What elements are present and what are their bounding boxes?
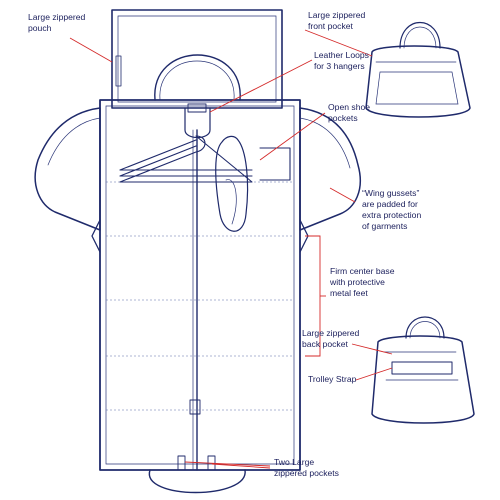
- hanger: [119, 139, 253, 171]
- duffel-handle-inner: [403, 26, 437, 49]
- label-back-pocket: Large zippered back pocket: [302, 328, 362, 349]
- zipper-pull-bottom: [189, 399, 201, 415]
- duffel-front-view: [365, 22, 471, 118]
- right-wing-gusset: [299, 107, 361, 231]
- bottom-pocket-zipper: [177, 455, 186, 471]
- duffel-handle: [399, 22, 441, 49]
- bottom-handle: [148, 469, 246, 494]
- body-stitch: [105, 105, 295, 465]
- leader-two-pockets: [211, 463, 271, 469]
- duffel-body: [371, 335, 475, 424]
- bag-handle: [154, 54, 241, 101]
- duffel-handle: [405, 316, 445, 339]
- shoe-pocket: [259, 147, 291, 181]
- leader-lines: [69, 29, 393, 469]
- duffel-body: [365, 45, 471, 118]
- leader-pouch: [69, 37, 113, 63]
- label-shoe-pockets: Open shoe pockets: [328, 102, 372, 123]
- label-trolley-strap: Trolley Strap: [308, 374, 357, 384]
- leader-two-pockets: [184, 461, 271, 467]
- left-side-zipper: [91, 219, 101, 253]
- duffel-handle-inner: [409, 321, 441, 339]
- shoe-sole: [225, 179, 237, 225]
- bag-body: [99, 99, 301, 471]
- bracket-base: [305, 235, 321, 357]
- label-wing-gussets: “Wing gussets” are padded for extra prot…: [362, 188, 424, 231]
- leader-front-pocket: [304, 29, 373, 57]
- loop-buckle: [187, 103, 207, 113]
- leader-trolley: [355, 367, 393, 381]
- label-two-pockets: Two Large zippered pockets: [274, 457, 339, 478]
- left-wing-stitch: [47, 117, 101, 166]
- label-pouch: Large zippered pouch: [28, 12, 88, 33]
- leader-wing: [329, 187, 356, 203]
- leader-shoe: [259, 112, 326, 161]
- duffel-front-pocket: [375, 71, 459, 105]
- label-front-pocket: Large zippered front pocket: [308, 10, 368, 31]
- leader-back-pocket: [351, 343, 393, 355]
- bag-handle-inner: [159, 60, 235, 101]
- pouch-zipper-pull: [115, 55, 122, 87]
- hanger: [119, 145, 253, 177]
- shoe: [215, 135, 249, 232]
- hangers: [119, 135, 253, 183]
- pouch-stitch: [117, 15, 277, 103]
- trolley-strap: [391, 361, 453, 375]
- garment-bag-illustration: [34, 9, 361, 494]
- top-pouch: [111, 9, 283, 109]
- left-wing-gusset: [34, 107, 101, 231]
- label-center-base: Firm center base with protective metal f…: [329, 266, 397, 298]
- label-leather-loops: Leather Loops for 3 hangers: [314, 50, 371, 71]
- leader-loops: [209, 59, 313, 113]
- hanger: [119, 135, 253, 183]
